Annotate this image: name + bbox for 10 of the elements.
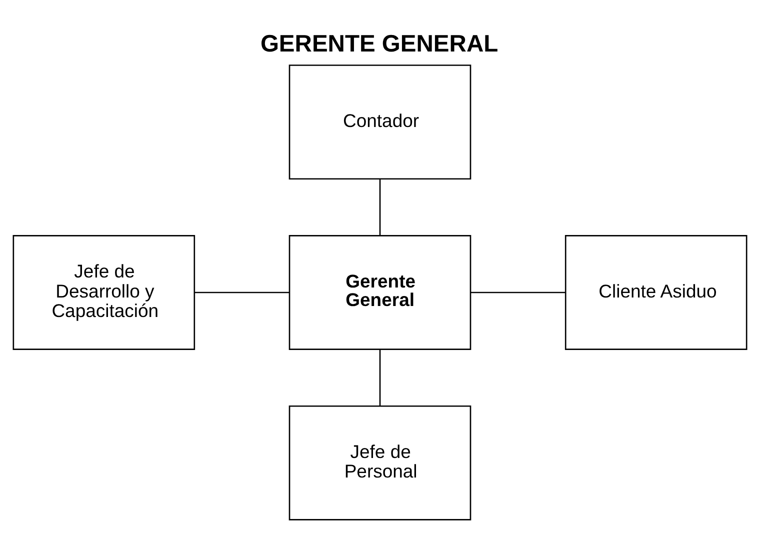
connector — [470, 292, 566, 294]
connector — [194, 292, 290, 294]
diagram-title: GERENTE GENERAL — [260, 30, 498, 58]
connector — [379, 179, 381, 236]
node-box: Jefe de Desarrollo y Capacitación — [12, 235, 196, 350]
node-box: Jefe de Personal — [288, 405, 472, 520]
node-box: Cliente Asiduo — [564, 235, 748, 350]
connector — [379, 350, 381, 406]
node-box: Gerente General — [288, 235, 472, 350]
node-box: Contador — [288, 64, 472, 180]
